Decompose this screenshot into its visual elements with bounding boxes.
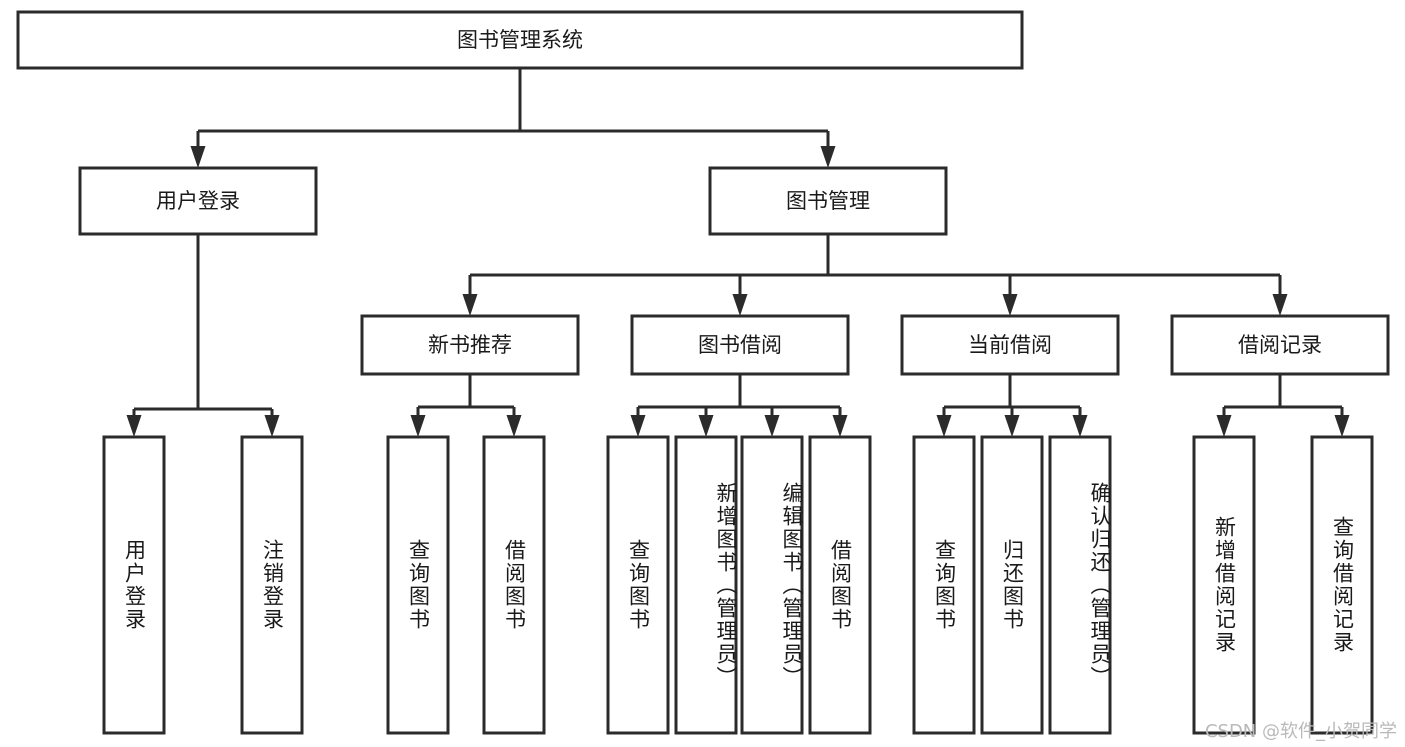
node-box-leaf-user-login[interactable] <box>102 435 166 735</box>
node-label-borrow-record: 借阅记录 <box>1238 333 1322 357</box>
node-box-leaf-add-book-admin[interactable] <box>674 435 738 735</box>
node-book-management[interactable] <box>708 166 948 236</box>
node-box-user-login[interactable] <box>78 166 318 236</box>
node-leaf-return-book[interactable] <box>980 435 1044 735</box>
node-label-user-login: 用户登录 <box>156 189 240 213</box>
node-box-leaf-query-book-cb[interactable] <box>912 435 976 735</box>
watermark-text: CSDN @软件_小贺同学 <box>1204 721 1397 742</box>
node-leaf-add-book-admin[interactable] <box>674 435 738 735</box>
arrow-head-leaf-query-book-rec <box>410 415 426 437</box>
node-borrow-record[interactable] <box>1170 314 1390 376</box>
node-new-book-recommend[interactable] <box>360 314 580 376</box>
node-box-book-borrow[interactable] <box>630 314 850 376</box>
node-leaf-user-login[interactable] <box>102 435 166 735</box>
node-leaf-query-book-rec[interactable] <box>386 435 450 735</box>
node-box-new-book-recommend[interactable] <box>360 314 580 376</box>
node-book-borrow[interactable] <box>630 314 850 376</box>
node-label-new-book-recommend: 新书推荐 <box>428 333 512 357</box>
node-leaf-edit-book-admin[interactable] <box>740 435 804 735</box>
arrow-head-leaf-borrow-book-bb <box>832 415 848 437</box>
arrow-head-leaf-confirm-return <box>1072 415 1088 437</box>
node-box-leaf-borrow-book-bb[interactable] <box>808 435 872 735</box>
node-box-leaf-confirm-return[interactable] <box>1048 435 1112 735</box>
arrow-head-leaf-return-book <box>1004 415 1020 437</box>
node-box-book-management[interactable] <box>708 166 948 236</box>
arrow-head-user-login <box>190 146 206 168</box>
arrow-head-leaf-add-borrow-record <box>1216 415 1232 437</box>
node-leaf-query-borrow-record[interactable] <box>1310 435 1374 735</box>
node-leaf-add-borrow-record[interactable] <box>1192 435 1256 735</box>
node-user-login[interactable] <box>78 166 318 236</box>
node-root[interactable] <box>16 10 1024 70</box>
arrow-head-leaf-borrow-book-rec <box>506 415 522 437</box>
arrow-head-leaf-edit-book-admin <box>764 415 780 437</box>
node-box-leaf-edit-book-admin[interactable] <box>740 435 804 735</box>
node-box-borrow-record[interactable] <box>1170 314 1390 376</box>
node-leaf-borrow-book-rec[interactable] <box>482 435 546 735</box>
node-box-root[interactable] <box>16 10 1024 70</box>
node-box-leaf-borrow-book-rec[interactable] <box>482 435 546 735</box>
node-box-leaf-query-borrow-record[interactable] <box>1310 435 1374 735</box>
node-label-current-borrow: 当前借阅 <box>968 333 1052 357</box>
arrow-head-leaf-query-book-bb <box>630 415 646 437</box>
node-leaf-query-book-bb[interactable] <box>606 435 670 735</box>
node-box-leaf-return-book[interactable] <box>980 435 1044 735</box>
arrow-head-leaf-user-login <box>126 415 142 437</box>
arrow-head-leaf-add-book-admin <box>698 415 714 437</box>
arrow-head-current-borrow <box>1002 294 1018 316</box>
arrow-head-book-management <box>820 146 836 168</box>
node-current-borrow[interactable] <box>900 314 1120 376</box>
arrow-head-new-book-recommend <box>462 294 478 316</box>
node-box-leaf-query-book-rec[interactable] <box>386 435 450 735</box>
node-leaf-confirm-return[interactable] <box>1048 435 1112 735</box>
node-box-current-borrow[interactable] <box>900 314 1120 376</box>
node-leaf-query-book-cb[interactable] <box>912 435 976 735</box>
node-box-leaf-query-book-bb[interactable] <box>606 435 670 735</box>
node-leaf-logout[interactable] <box>240 435 304 735</box>
node-label-book-management: 图书管理 <box>786 189 870 213</box>
node-leaf-borrow-book-bb[interactable] <box>808 435 872 735</box>
node-label-book-borrow: 图书借阅 <box>698 333 782 357</box>
arrow-head-borrow-record <box>1272 294 1288 316</box>
node-box-leaf-logout[interactable] <box>240 435 304 735</box>
arrow-head-leaf-query-borrow-record <box>1334 415 1350 437</box>
node-label-root: 图书管理系统 <box>457 28 583 52</box>
arrow-head-book-borrow <box>732 294 748 316</box>
node-box-leaf-add-borrow-record[interactable] <box>1192 435 1256 735</box>
arrow-head-leaf-query-book-cb <box>936 415 952 437</box>
arrow-head-leaf-logout <box>264 415 280 437</box>
